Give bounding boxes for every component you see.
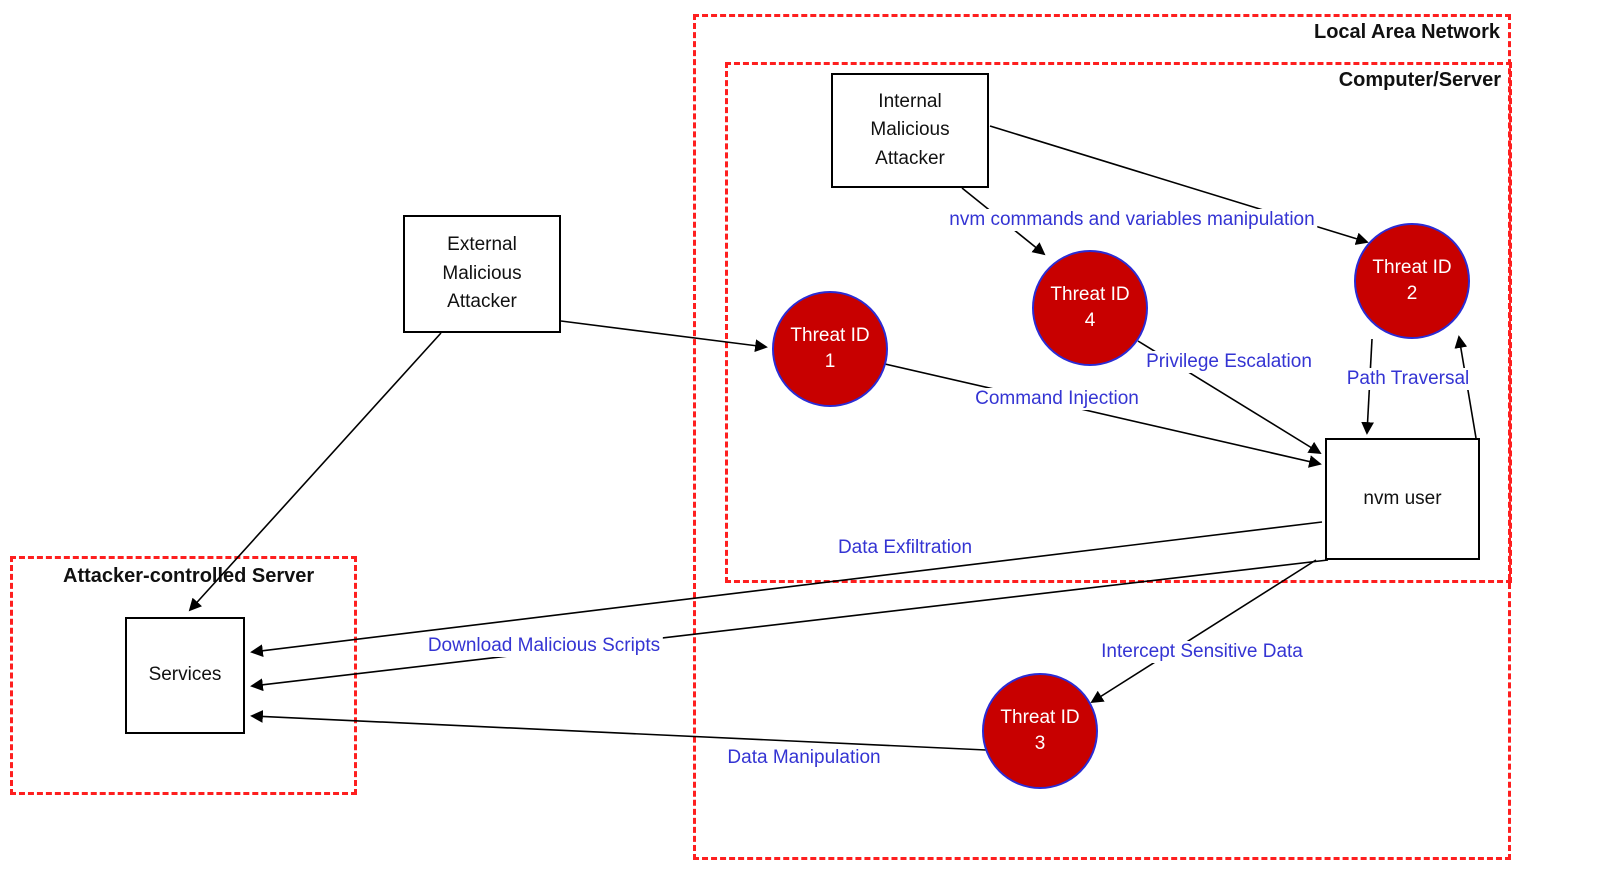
arrow-threat-1-to-nvm-user-command-injection [884,363,1322,468]
threat-id-3[interactable]: Threat ID 3 [982,673,1098,789]
node-internal-malicious-attacker[interactable]: Internal Malicious Attacker [831,73,989,188]
arrow-nvm-user-to-services-data-exfiltration [250,521,1323,658]
arrow-external-attacker-to-threat-1 [560,320,768,352]
arrow-nvm-user-to-threat-3-intercept-data [1090,559,1317,704]
boundary-label-computer-server: Computer/Server [1336,69,1503,92]
flow-label-path-traversal: Path Traversal [1343,368,1473,390]
boundary-label-local-area-network: Local Area Network [1312,21,1502,44]
threat-id-4[interactable]: Threat ID 4 [1032,250,1148,366]
boundary-attacker-controlled-server: Attacker-controlled Server [10,556,357,795]
node-external-malicious-attacker[interactable]: External Malicious Attacker [403,215,561,333]
flow-label-privilege-escalation: Privilege Escalation [1143,351,1315,373]
flow-label-data-manipulation: Data Manipulation [724,747,884,769]
node-nvm-user[interactable]: nvm user [1325,438,1480,560]
flow-label-command-injection: Command Injection [972,388,1142,410]
flow-label-download-malicious-scripts: Download Malicious Scripts [424,635,664,657]
arrow-external-attacker-to-services [188,332,442,612]
node-services[interactable]: Services [125,617,245,734]
arrow-threat-3-to-services-data-manipulation [250,710,987,751]
threat-id-1[interactable]: Threat ID 1 [772,291,888,407]
flow-label-intercept-sensitive-data: Intercept Sensitive Data [1098,641,1306,663]
boundary-label-attacker-controlled-server: Attacker-controlled Server [61,565,317,588]
flow-label-data-exfiltration: Data Exfiltration [834,537,976,559]
threat-id-2[interactable]: Threat ID 2 [1354,223,1470,339]
boundary-computer-server: Computer/Server [725,62,1512,583]
arrow-nvm-user-to-services-download-scripts [250,559,1329,692]
flow-label-nvm-commands-manipulation: nvm commands and variables manipulation [946,209,1318,231]
